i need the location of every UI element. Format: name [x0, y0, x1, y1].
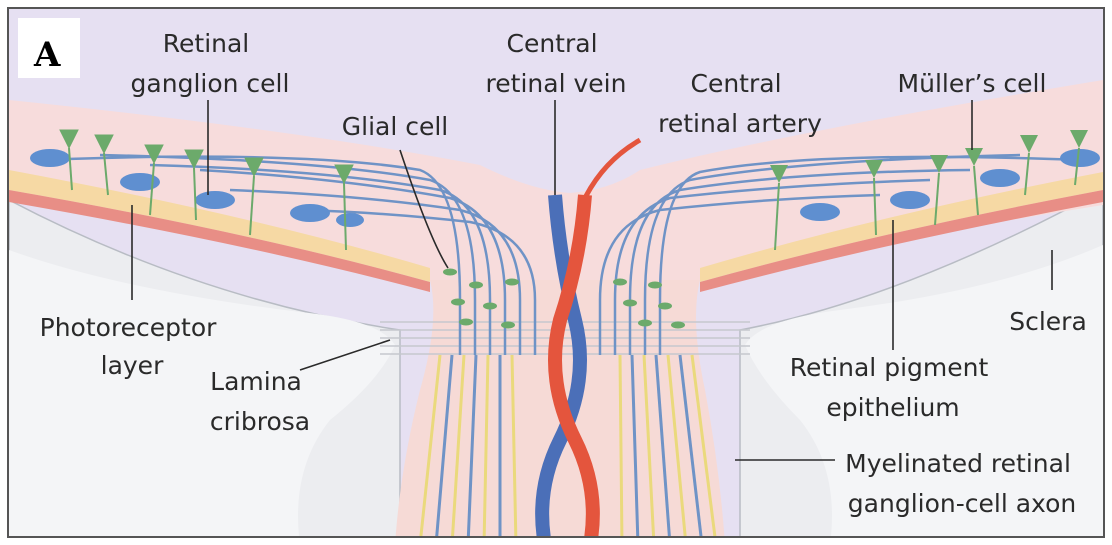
label-sclera: Sclera	[1009, 307, 1087, 336]
label-muller-cell: Müller’s cell	[898, 69, 1047, 98]
label-glial-cell: Glial cell	[342, 112, 449, 141]
panel-letter: A	[33, 35, 61, 75]
